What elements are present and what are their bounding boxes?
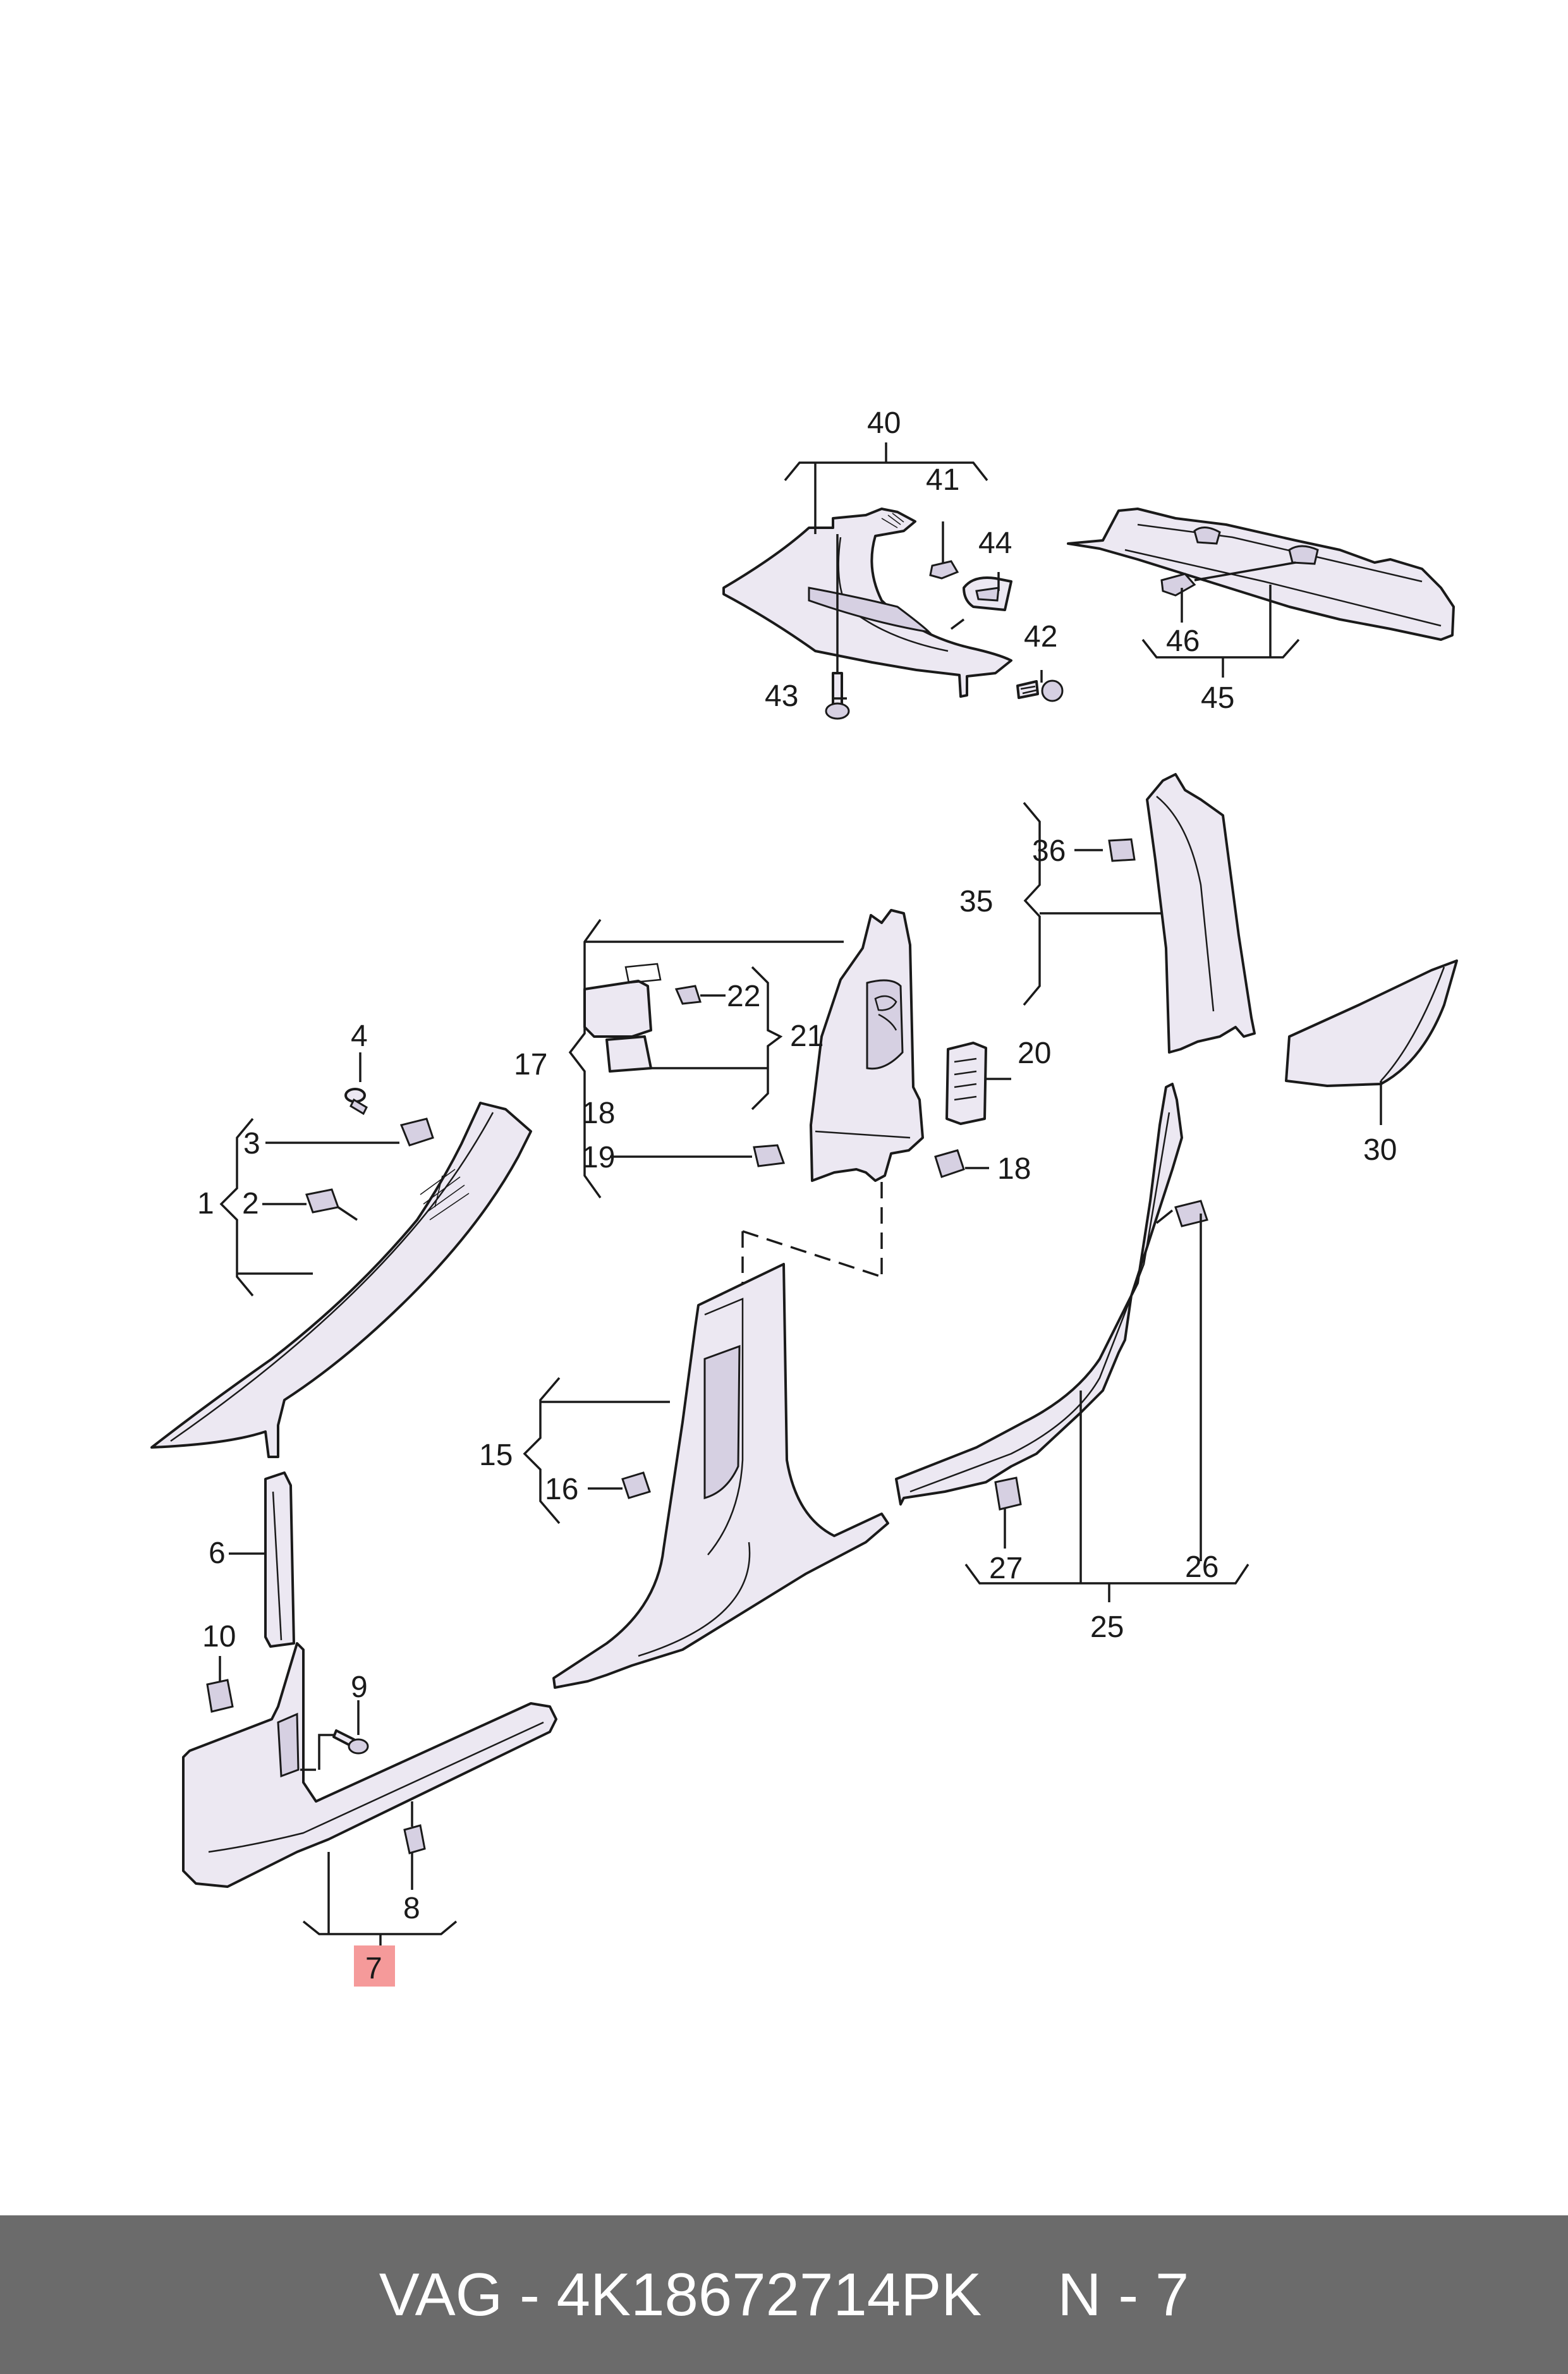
callout-8: 8 [403,1892,420,1925]
callout-4: 4 [351,1020,368,1053]
callout-46: 46 [1166,624,1200,658]
leader-lines [219,442,1382,1947]
parts-diagram: 40 41 44 42 43 46 45 36 35 22 21 17 20 1… [150,406,1458,1987]
screw-43 [825,672,850,720]
trim-strip-6 [264,1471,295,1648]
position-label: N - 7 [1057,2260,1189,2328]
callout-15: 15 [479,1439,513,1472]
callout-16: 16 [545,1473,578,1506]
callout-43: 43 [765,679,798,713]
callout-44: 44 [978,527,1012,560]
a-pillar-trim [150,1102,532,1458]
callout-26: 26 [1185,1550,1219,1584]
clip-18-lower [934,1149,965,1178]
callout-27: 27 [989,1552,1023,1585]
clip-16 [621,1471,651,1499]
clip-27 [994,1476,1022,1511]
bracket-18-upper [583,963,662,1073]
callout-9: 9 [351,1671,368,1704]
callout-labels: 40 41 44 42 43 46 45 36 35 22 21 17 20 1… [197,406,1397,1985]
callout-21: 21 [790,1020,824,1053]
clip-36 [1108,838,1136,862]
bracket-44 [963,576,1012,611]
callout-7: 7 [365,1952,382,1985]
separator: - [520,2260,540,2328]
clip-2 [305,1188,339,1214]
front-sill-kick-panel-7 [182,1642,557,1888]
callout-18-lower: 18 [997,1152,1031,1186]
clip-26 [1174,1200,1208,1227]
callout-35: 35 [959,885,993,918]
callout-45: 45 [1201,681,1234,715]
clip-46 [1160,573,1196,597]
rear-shelf-trim-45 [1067,508,1455,641]
clip-10 [206,1679,234,1713]
screw-9 [332,1729,369,1755]
callout-22: 22 [727,980,760,1013]
callout-40: 40 [867,406,901,440]
callout-10: 10 [202,1620,236,1653]
callout-19: 19 [581,1141,615,1174]
brand-label: VAG [379,2260,503,2328]
clip-41 [929,560,959,580]
clip-19 [753,1144,786,1167]
callout-17: 17 [514,1048,547,1081]
b-pillar-upper-trim [810,909,924,1182]
screw-42 [1016,679,1064,702]
callout-20: 20 [1018,1037,1051,1070]
c-pillar-lower-trim [1146,773,1256,1054]
clip-3 [399,1117,434,1147]
callout-25: 25 [1090,1610,1124,1644]
screw-4 [344,1088,368,1116]
callout-3: 3 [243,1127,260,1160]
callout-18-upper: 18 [581,1097,615,1130]
cover-30 [1285,959,1458,1087]
part-number: 4K18672714PK [556,2260,982,2328]
callout-1: 1 [197,1187,214,1220]
clip-22 [674,985,702,1005]
highlight-box [354,1945,395,1987]
callout-30: 30 [1363,1133,1397,1167]
clip-8 [403,1824,426,1854]
rear-sill-trim [895,1083,1183,1506]
callout-41: 41 [926,463,959,497]
callout-2: 2 [242,1187,259,1220]
b-pillar-lower-trim [552,1263,889,1689]
part-number-footer: VAG - 4K18672714PK N - 7 [0,2215,1568,2374]
callout-6: 6 [209,1537,226,1570]
belt-adjuster-20 [945,1042,987,1125]
callout-36: 36 [1032,834,1066,868]
callout-42: 42 [1024,620,1057,654]
